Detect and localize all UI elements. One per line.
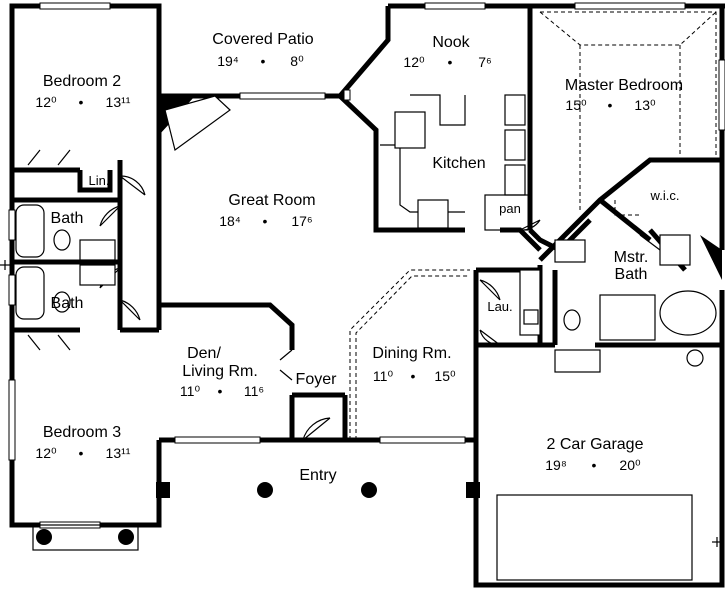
mstr-bath-name-line2: Bath (615, 266, 648, 283)
great-room-width: 18⁴ (219, 213, 241, 229)
room-label-great-room: Great Room 18⁴ • 17⁶ (219, 192, 315, 229)
kitchen-name: Kitchen (432, 155, 485, 172)
separator-dot: • (608, 97, 613, 113)
garage-depth: 20⁰ (619, 457, 641, 473)
room-label-wic: w.i.c. (650, 188, 680, 203)
den-width: 11⁰ (180, 383, 201, 399)
master-bedroom-depth: 13⁰ (634, 97, 656, 113)
covered-patio-width: 19⁴ (217, 53, 239, 69)
fixtures (15, 94, 722, 581)
garage-width: 19⁸ (545, 457, 567, 473)
room-label-bedroom2: Bedroom 2 12⁰ • 13¹¹ (35, 73, 130, 110)
master-bedroom-name: Master Bedroom (565, 77, 683, 94)
master-bedroom-width: 15⁰ (565, 97, 587, 113)
room-label-nook: Nook 12⁰ • 7⁶ (403, 34, 491, 70)
nook-depth: 7⁶ (478, 54, 492, 70)
separator-dot: • (411, 368, 416, 384)
room-label-garage: 2 Car Garage 19⁸ • 20⁰ (545, 436, 643, 473)
covered-patio-name: Covered Patio (212, 31, 313, 48)
pantry-name: pan (499, 201, 521, 216)
room-label-bath2: Bath (51, 295, 84, 312)
dining-depth: 15⁰ (434, 368, 456, 384)
room-label-lin: Lin. (89, 173, 110, 188)
laundry-name: Lau. (487, 299, 512, 314)
bath1-name: Bath (51, 210, 84, 227)
room-label-kitchen: Kitchen (432, 155, 485, 172)
bedroom3-name: Bedroom 3 (43, 424, 121, 441)
bedroom2-name: Bedroom 2 (43, 73, 121, 90)
dining-width: 11⁰ (373, 368, 394, 384)
room-label-bedroom3: Bedroom 3 12⁰ • 13¹¹ (35, 424, 130, 461)
room-label-dining: Dining Rm. 11⁰ • 15⁰ (372, 345, 456, 384)
room-label-covered-patio: Covered Patio 19⁴ • 8⁰ (212, 31, 313, 69)
separator-dot: • (79, 445, 84, 461)
separator-dot: • (448, 54, 453, 70)
interior-walls (12, 6, 722, 440)
separator-dot: • (218, 383, 223, 399)
nook-name: Nook (432, 34, 470, 51)
great-room-name: Great Room (228, 192, 315, 209)
wic-name: w.i.c. (650, 188, 680, 203)
bedroom3-width: 12⁰ (35, 445, 57, 461)
separator-dot: • (263, 213, 268, 229)
ceiling-lines (349, 11, 717, 440)
lin-name: Lin. (89, 173, 110, 188)
doors (27, 149, 661, 441)
room-label-pantry: pan (499, 201, 521, 216)
room-label-laundry: Lau. (487, 299, 512, 314)
covered-patio-depth: 8⁰ (290, 53, 304, 69)
separator-dot: • (79, 94, 84, 110)
bedroom3-depth: 13¹¹ (106, 445, 131, 461)
entry-name: Entry (299, 467, 336, 484)
bath2-name: Bath (51, 295, 84, 312)
room-label-entry: Entry (299, 467, 336, 484)
dimension-ticks (0, 260, 722, 547)
great-room-depth: 17⁶ (291, 213, 312, 229)
den-name-line2: Living Rm. (182, 363, 258, 380)
room-label-bath1: Bath (51, 210, 84, 227)
den-name-line1: Den/ (187, 345, 221, 362)
room-label-mstr-bath: Mstr. Bath (614, 249, 649, 283)
dining-name: Dining Rm. (372, 345, 451, 362)
garage-name: 2 Car Garage (547, 436, 644, 453)
nook-width: 12⁰ (403, 54, 425, 70)
foyer-name: Foyer (296, 371, 338, 388)
room-label-master-bedroom: Master Bedroom 15⁰ • 13⁰ (565, 77, 683, 113)
bedroom2-depth: 13¹¹ (106, 94, 131, 110)
room-label-foyer: Foyer (296, 371, 338, 388)
columns (32, 482, 480, 551)
room-label-den: Den/ Living Rm. 11⁰ • 11⁶ (180, 345, 264, 399)
mstr-bath-name-line1: Mstr. (614, 249, 649, 266)
separator-dot: • (261, 53, 266, 69)
separator-dot: • (592, 457, 597, 473)
bedroom2-width: 12⁰ (35, 94, 57, 110)
den-depth: 11⁶ (244, 383, 264, 399)
